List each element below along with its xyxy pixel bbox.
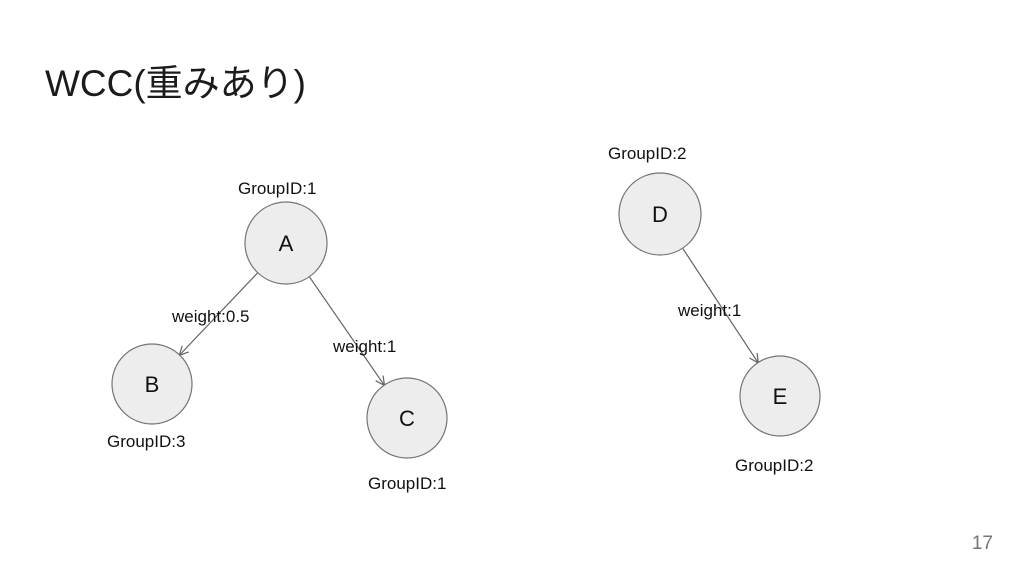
- node-d-letter: D: [652, 202, 668, 227]
- node-b-letter: B: [145, 372, 160, 397]
- node-a: A GroupID:1: [238, 179, 328, 285]
- node-a-letter: A: [279, 231, 294, 256]
- node-e-circle: [739, 355, 821, 437]
- page-number: 17: [971, 533, 993, 554]
- edge-d-to-e: [682, 247, 760, 365]
- edge-a-to-c: [308, 276, 386, 387]
- node-c-group-label: GroupID:1: [368, 474, 446, 493]
- node-d-circle: [618, 172, 702, 256]
- node-c-circle: [366, 377, 448, 459]
- slide-title: WCC(重みあり): [45, 63, 307, 104]
- node-e: E GroupID:2: [735, 355, 821, 475]
- node-a-circle: [244, 201, 328, 285]
- node-e-group-label: GroupID:2: [735, 456, 813, 475]
- edge-a-to-b-line: [178, 272, 259, 357]
- edge-d-to-e-weight-label: weight:1: [677, 301, 741, 320]
- edge-a-to-c-weight-label: weight:1: [332, 337, 396, 356]
- node-b-circle: [111, 343, 193, 425]
- edge-d-to-e-line: [682, 247, 760, 365]
- node-a-group-label: GroupID:1: [238, 179, 316, 198]
- node-d: D GroupID:2: [608, 144, 702, 256]
- node-c: C GroupID:1: [366, 377, 448, 493]
- edge-a-to-b-weight-label: weight:0.5: [171, 307, 250, 326]
- edge-a-to-b: [178, 272, 259, 357]
- node-b: B GroupID:3: [107, 343, 193, 451]
- node-e-letter: E: [773, 384, 788, 409]
- node-c-letter: C: [399, 406, 415, 431]
- node-d-group-label: GroupID:2: [608, 144, 686, 163]
- node-b-group-label: GroupID:3: [107, 432, 185, 451]
- edge-a-to-c-line: [308, 276, 386, 387]
